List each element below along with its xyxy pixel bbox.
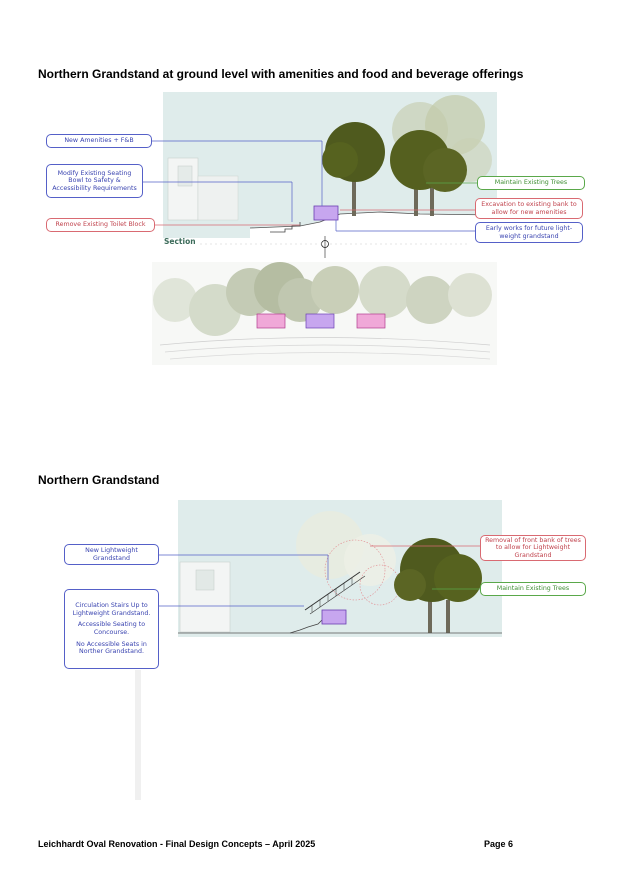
callout-early-works: Early works for future light-weight gran… [475, 222, 583, 243]
callout-modify-seating: Modify Existing Seating Bowl to Safety &… [46, 164, 143, 198]
section-heading-northern-grandstand: Northern Grandstand [38, 473, 160, 487]
tree-icon [390, 130, 467, 216]
callout-circulation-text: Circulation Stairs Up to Lightweight Gra… [72, 602, 151, 617]
callout-circulation-stairs: Circulation Stairs Up to Lightweight Gra… [64, 589, 159, 669]
section-label: Section [164, 237, 196, 246]
callout-no-accessible-text: No Accessible Seats in Norther Grandstan… [76, 640, 147, 656]
tree-icon [394, 538, 482, 633]
section-heading-ground-level: Northern Grandstand at ground level with… [38, 67, 524, 81]
callout-maintain-trees-2: Maintain Existing Trees [480, 582, 586, 596]
callout-new-lightweight-grandstand: New Lightweight Grandstand [64, 544, 159, 565]
callout-removal-front-bank: Removal of front bank of trees to allow … [480, 535, 586, 561]
footer-document-title: Leichhardt Oval Renovation - Final Desig… [38, 839, 316, 849]
callout-new-amenities: New Amenities + F&B [46, 134, 152, 148]
callout-remove-toilet-block: Remove Existing Toilet Block [46, 218, 155, 232]
callout-maintain-trees: Maintain Existing Trees [477, 176, 585, 190]
tree-icon [322, 122, 385, 216]
callout-accessible-seating-text: Accessible Seating to Concourse. [77, 621, 146, 636]
footer-page-number: Page 6 [484, 839, 514, 849]
callout-excavation: Excavation to existing bank to allow for… [475, 198, 583, 219]
